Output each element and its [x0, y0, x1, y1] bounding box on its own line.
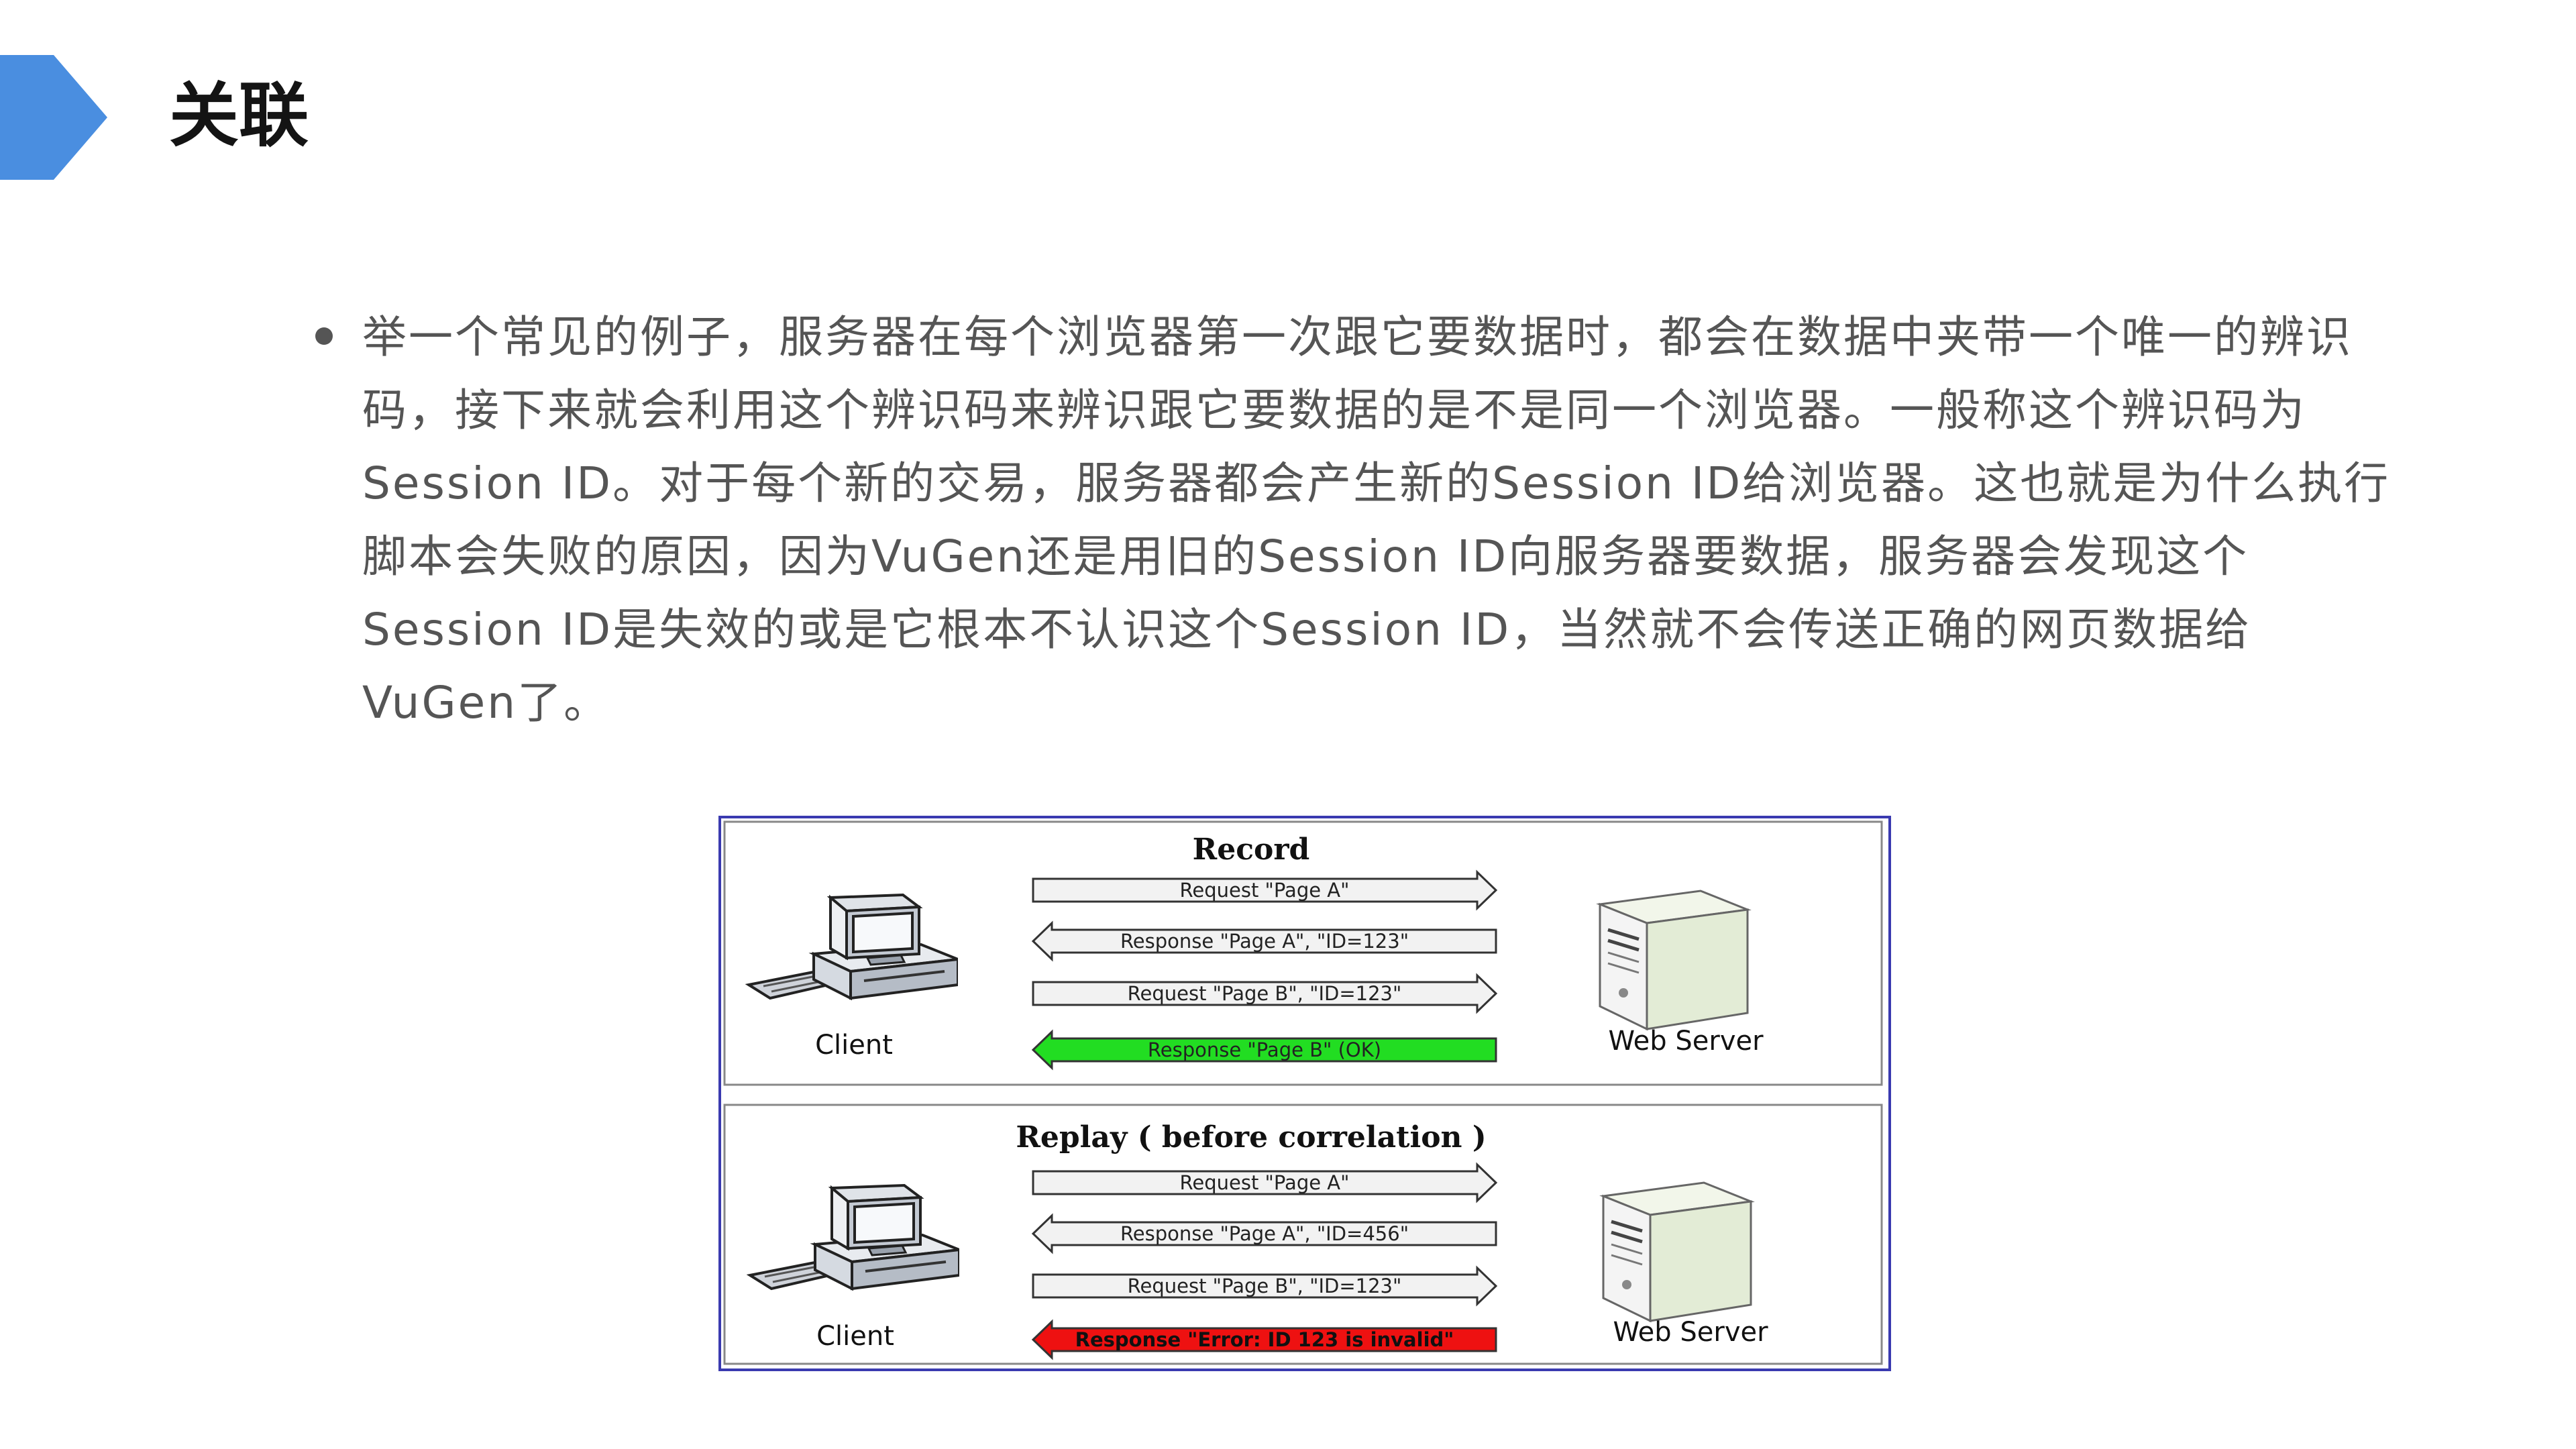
- message-label: Request "Page B", "ID=123": [1128, 1275, 1402, 1297]
- bullet-line: Session ID。对于每个新的交易，服务器都会产生新的Session ID给…: [362, 458, 2391, 509]
- record-server-label: Web Server: [1608, 1026, 1764, 1057]
- title-chevron-icon: [0, 55, 107, 180]
- bullet-line: 举一个常见的例子，服务器在每个浏览器第一次跟它要数据时，都会在数据中夹带一个唯一…: [362, 311, 2353, 363]
- message-arrow: [1031, 920, 1497, 962]
- message-label: Response "Page B" (OK): [1148, 1038, 1381, 1061]
- message-arrow: [1032, 1265, 1498, 1307]
- bullet-text: 举一个常见的例子，服务器在每个浏览器第一次跟它要数据时，都会在数据中夹带一个唯一…: [362, 301, 2449, 739]
- message-arrow: [1032, 973, 1498, 1014]
- server-tower-icon: [1603, 1183, 1751, 1321]
- replay-server-label: Web Server: [1613, 1317, 1768, 1348]
- message-label: Response "Error: ID 123 is invalid": [1075, 1328, 1454, 1351]
- message-label: Response "Page A", "ID=123": [1120, 930, 1409, 953]
- replay-client-label: Client: [816, 1321, 894, 1352]
- bullet-line: 脚本会失败的原因，因为VuGen还是用旧的Session ID向服务器要数据，服…: [362, 531, 2249, 582]
- record-client-label: Client: [815, 1030, 893, 1061]
- message-arrow: [1031, 1029, 1497, 1071]
- message-label: Request "Page B", "ID=123": [1128, 982, 1402, 1005]
- message-arrow: [1031, 1319, 1497, 1360]
- bullet-line: VuGen了。: [362, 677, 610, 729]
- bullet-dot: [315, 327, 333, 345]
- correlation-diagram: Record Client Web Server Request "Page A…: [718, 816, 1891, 1371]
- message-arrow: [1032, 1162, 1498, 1203]
- bullet-line: Session ID是失效的或是它根本不认识这个Session ID，当然就不会…: [362, 604, 2252, 655]
- message-label: Request "Page A": [1180, 1171, 1350, 1194]
- replay-title: Replay ( before correlation ): [1016, 1120, 1486, 1155]
- message-label: Response "Page A", "ID=456": [1120, 1222, 1409, 1245]
- bullet-item: 举一个常见的例子，服务器在每个浏览器第一次跟它要数据时，都会在数据中夹带一个唯一…: [315, 301, 2449, 739]
- message-arrow: [1032, 869, 1498, 911]
- page-title: 关联: [169, 74, 309, 156]
- message-label: Request "Page A": [1180, 879, 1350, 902]
- bullet-line: 码，接下来就会利用这个辨识码来辨识跟它要数据的是不是同一个浏览器。一般称这个辨识…: [362, 384, 2306, 436]
- record-title: Record: [1193, 833, 1310, 867]
- message-arrow: [1031, 1213, 1497, 1254]
- server-tower-icon: [1600, 891, 1748, 1029]
